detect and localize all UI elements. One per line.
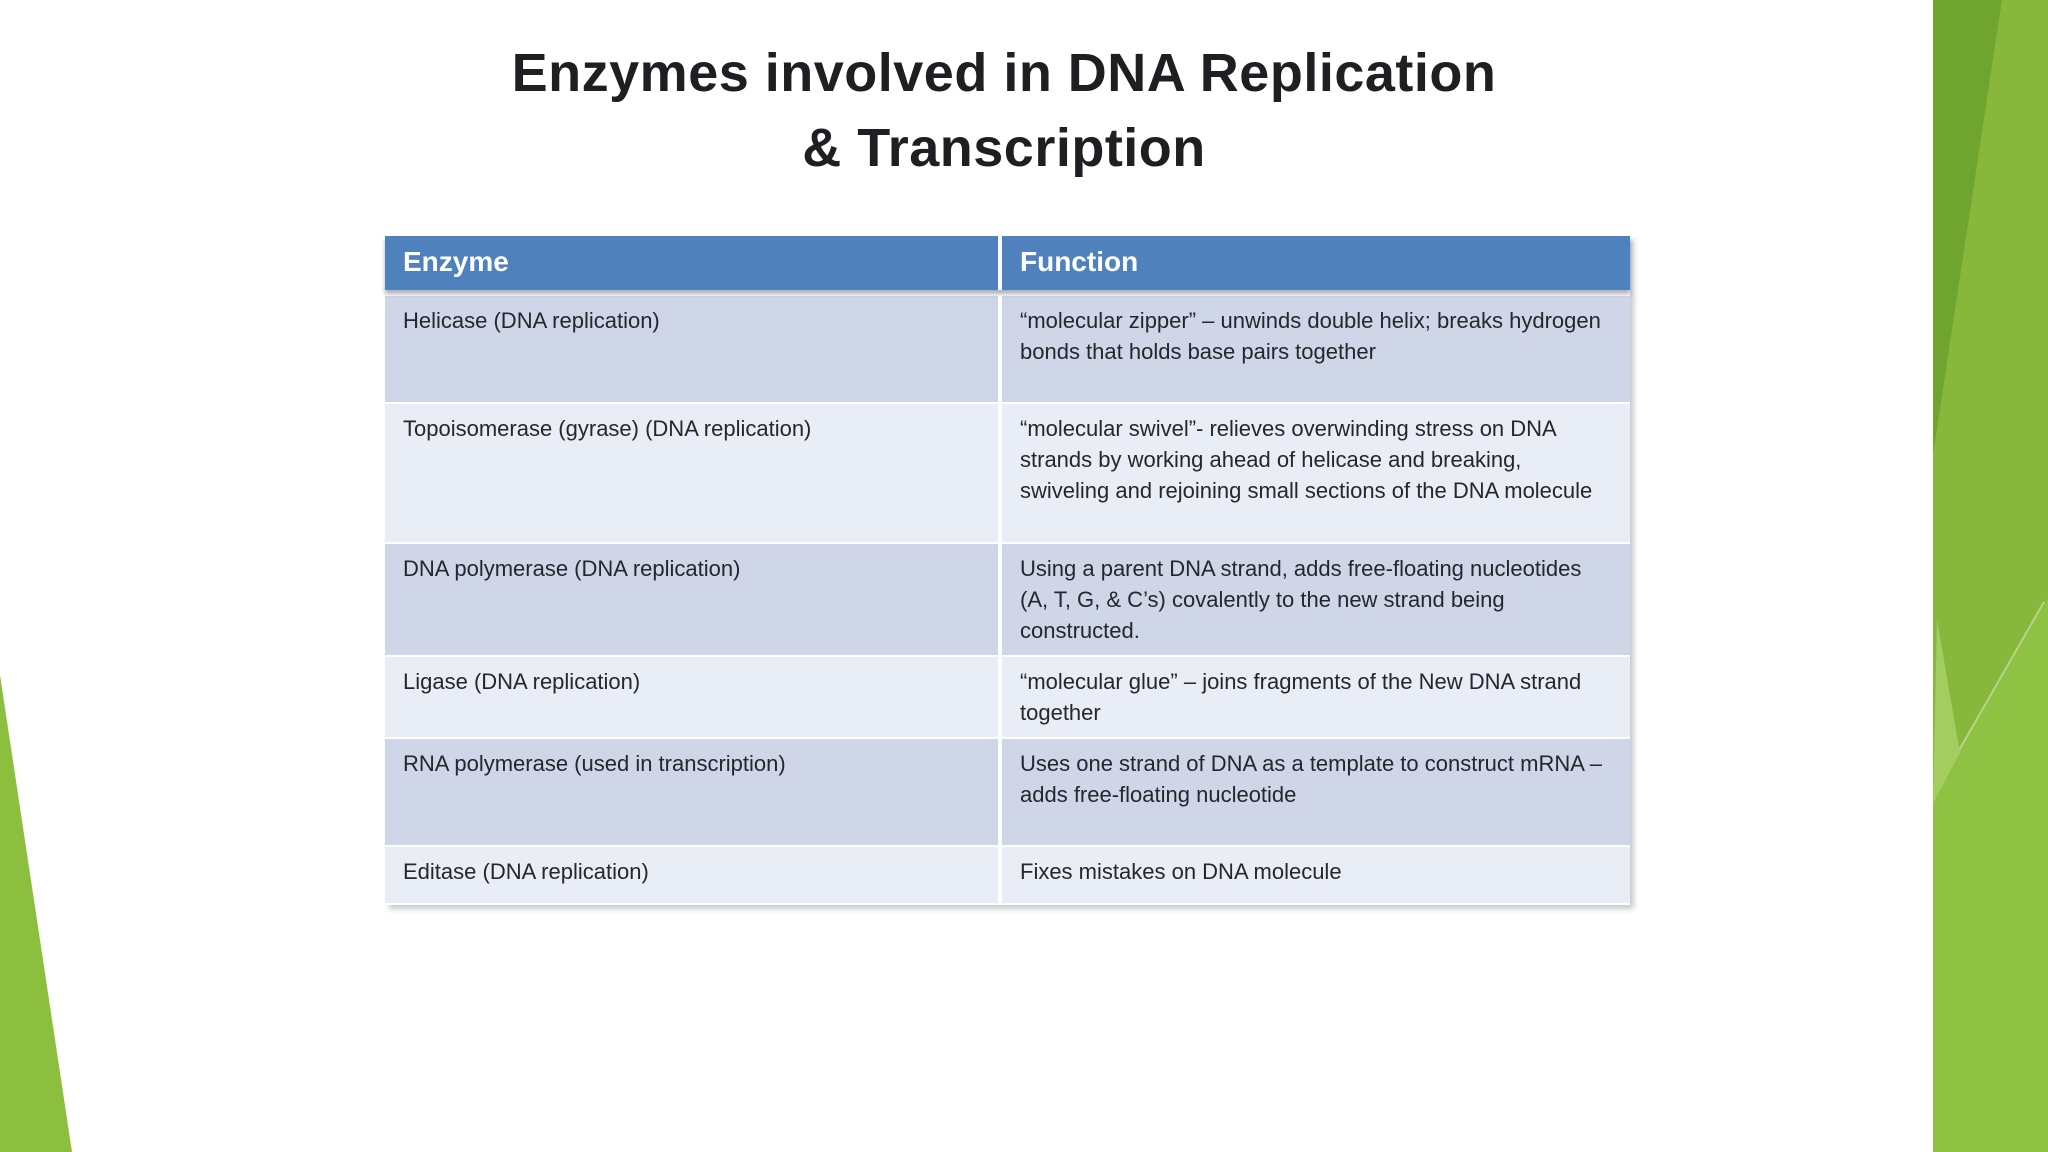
table-row-rna-polymerase: RNA polymerase (used in transcription) U… [385,739,1630,847]
function-cell: Fixes mistakes on DNA molecule [1002,847,1630,903]
green-accent-left-wedge [0,675,72,1152]
table-body: Helicase (DNA replication) “molecular zi… [385,290,1630,905]
function-cell: “molecular zipper” – unwinds double heli… [1002,296,1630,402]
table-row-ligase: Ligase (DNA replication) “molecular glue… [385,657,1630,739]
table-row-editase: Editase (DNA replication) Fixes mistakes… [385,847,1630,905]
green-accent-dark-wedge [1933,0,2002,455]
enzyme-cell: Editase (DNA replication) [385,847,1002,903]
enzyme-cell: Topoisomerase (gyrase) (DNA replication) [385,404,1002,542]
column-header-enzyme: Enzyme [385,236,1002,290]
page-title-line-2: & Transcription [802,117,1206,178]
function-cell: “molecular glue” – joins fragments of th… [1002,657,1630,737]
page-title: Enzymes involved in DNA Replication & Tr… [224,36,1784,185]
column-header-function: Function [1020,246,1139,277]
enzyme-cell: RNA polymerase (used in transcription) [385,739,1002,845]
table-row-dna-polymerase: DNA polymerase (DNA replication) Using a… [385,544,1630,657]
table-row-topoisomerase: Topoisomerase (gyrase) (DNA replication)… [385,404,1630,544]
function-cell: Uses one strand of DNA as a template to … [1002,739,1630,845]
enzyme-cell: DNA polymerase (DNA replication) [385,544,1002,655]
green-accent-lower-facet [1933,598,2048,1152]
enzyme-function-table: Enzyme Function Helicase (DNA replicatio… [385,236,1630,905]
table-row-helicase: Helicase (DNA replication) “molecular zi… [385,296,1630,404]
facet-edge-highlight [1949,601,2045,767]
page-title-line-1: Enzymes involved in DNA Replication [511,43,1497,103]
green-accent-pale-wedge [1933,620,1960,803]
green-accent-right-band [1933,0,2048,1152]
function-cell: Using a parent DNA strand, adds free-flo… [1002,544,1630,655]
enzyme-cell: Helicase (DNA replication) [385,296,1002,402]
function-cell: “molecular swivel”- relieves overwinding… [1002,404,1630,542]
table-header-row: Enzyme Function [385,236,1630,290]
enzyme-cell: Ligase (DNA replication) [385,657,1002,737]
